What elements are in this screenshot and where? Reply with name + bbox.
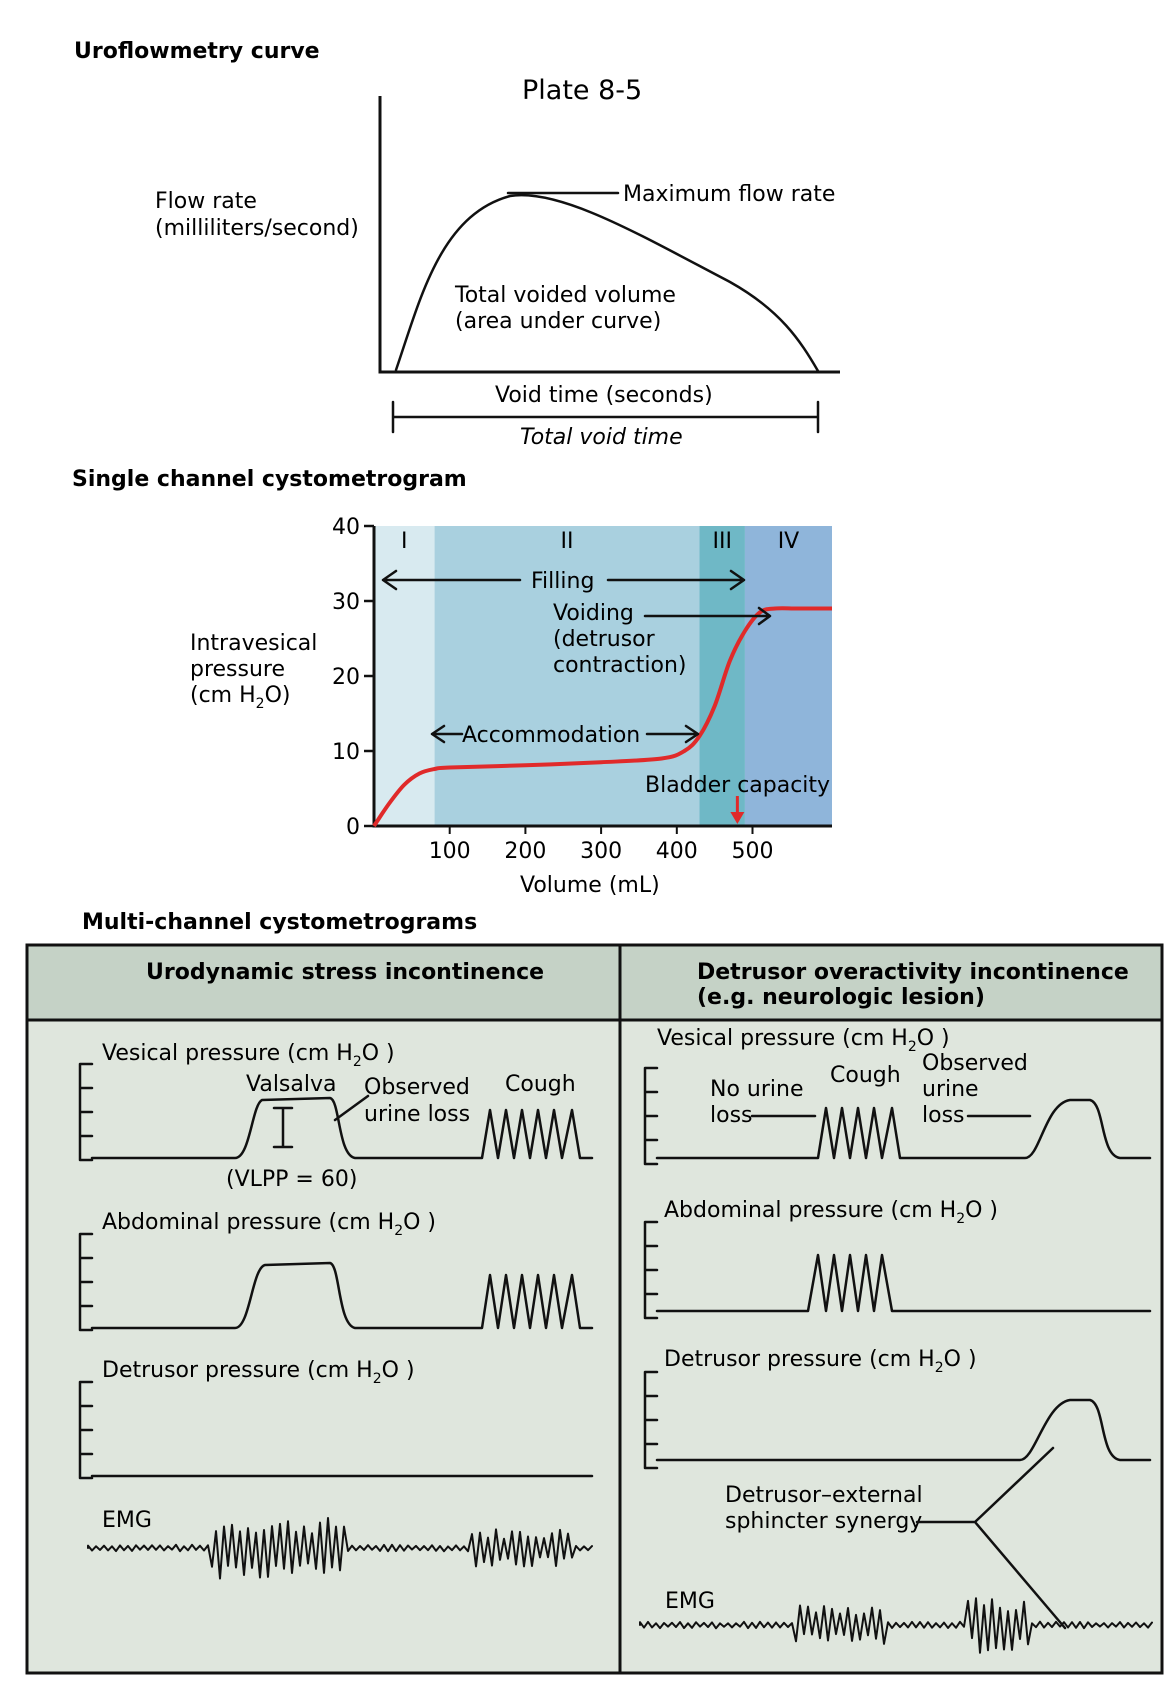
left-cough-label: Cough <box>505 1072 576 1097</box>
left-emg-trace <box>87 1516 593 1580</box>
accommodation-label: Accommodation <box>462 723 640 748</box>
right-header-2: (e.g. neurologic lesion) <box>697 985 985 1010</box>
cmg-pressure-curve <box>372 606 832 828</box>
uroflow-ylabel-1: Flow rate <box>155 189 257 214</box>
left-abdominal-scale <box>78 1232 94 1332</box>
no-urine-label-2: loss <box>710 1103 753 1128</box>
right-observed-label-1: Observed <box>922 1051 1028 1076</box>
left-abdominal-trace <box>90 1261 594 1330</box>
left-detrusor-scale <box>78 1380 94 1480</box>
left-header: Urodynamic stress incontinence <box>146 960 544 985</box>
multi-panel-bg <box>25 943 1164 1675</box>
right-emg-label: EMG <box>665 1589 715 1614</box>
phase-label-3: III <box>712 529 731 554</box>
y-tick-label: 30 <box>332 590 360 615</box>
right-header-1: Detrusor overactivity incontinence <box>697 960 1129 985</box>
synergy-label-2: sphincter synergy <box>725 1509 922 1534</box>
right-vesical-trace <box>655 1098 1152 1160</box>
cmg-xlabel: Volume (mL) <box>520 873 660 898</box>
left-vesical-trace <box>90 1096 594 1160</box>
filling-arrow <box>381 569 746 591</box>
right-vesical-label: Vesical pressure (cm H2O ) <box>657 1026 950 1055</box>
bladder-capacity-label: Bladder capacity <box>645 773 830 798</box>
cmg-ylabel-3: (cm H2O) <box>190 683 290 712</box>
uroflow-curve <box>394 193 820 373</box>
left-column: Vesical pressure (cm H2O ) Valsalva Obse… <box>78 1041 594 1580</box>
left-observed-label-1: Observed <box>364 1075 470 1100</box>
right-abdominal-scale <box>643 1220 659 1320</box>
x-tick-label: 100 <box>429 839 471 864</box>
phase-band-1 <box>374 526 435 826</box>
phase-label-2: II <box>561 529 574 554</box>
no-urine-label-1: No urine <box>710 1077 804 1102</box>
right-detrusor-scale <box>643 1370 659 1470</box>
x-tick-label: 400 <box>656 839 698 864</box>
left-vesical-label: Vesical pressure (cm H2O ) <box>102 1041 395 1070</box>
x-tick-label: 200 <box>504 839 546 864</box>
valsalva-label: Valsalva <box>246 1072 337 1097</box>
voiding-label-3: contraction) <box>553 653 686 678</box>
voiding-label-1: Voiding <box>553 601 634 626</box>
left-vesical-scale <box>78 1062 94 1162</box>
total-void-bracket <box>391 400 820 434</box>
plate-label: Plate 8-5 <box>522 75 642 106</box>
right-emg-trace <box>639 1597 1153 1654</box>
area-label-2: (area under curve) <box>455 309 661 334</box>
right-abdominal-label: Abdominal pressure (cm H2O ) <box>664 1198 998 1227</box>
y-tick-label: 0 <box>346 815 360 840</box>
x-tick-label: 300 <box>580 839 622 864</box>
cmg-title: Single channel cystometrogram <box>72 467 467 492</box>
area-label-1: Total voided volume <box>454 283 676 308</box>
filling-label: Filling <box>531 569 594 594</box>
uroflow-axes <box>378 96 840 374</box>
right-observed-label-3: loss <box>922 1103 965 1128</box>
left-abdominal-label: Abdominal pressure (cm H2O ) <box>102 1210 436 1239</box>
cmg-x-axis: 100 200 300 400 500 <box>429 826 774 864</box>
right-column: Vesical pressure (cm H2O ) No urine loss… <box>639 1026 1153 1654</box>
cmg-y-axis: 0 10 20 30 40 <box>332 515 374 840</box>
uroflow-title: Uroflowmetry curve <box>74 39 320 64</box>
phase-band-4 <box>744 526 832 826</box>
phase-label-1: I <box>401 529 408 554</box>
bladder-capacity-marker <box>730 796 745 824</box>
void-time-label: Void time (seconds) <box>495 383 713 408</box>
vlpp-marker <box>272 1106 294 1149</box>
uroflow-ylabel-2: (milliliters/second) <box>155 216 359 241</box>
voiding-arrow <box>643 606 772 626</box>
left-observed-leader <box>333 1094 370 1122</box>
y-tick-label: 20 <box>332 665 360 690</box>
left-emg-label: EMG <box>102 1508 152 1533</box>
accommodation-arrow <box>430 724 700 744</box>
multi-title: Multi-channel cystometrograms <box>82 910 477 935</box>
phase-label-4: IV <box>778 529 800 554</box>
right-abdominal-trace <box>655 1253 1152 1313</box>
total-void-label: Total void time <box>520 425 683 450</box>
max-flow-label: Maximum flow rate <box>623 182 835 207</box>
multi-header-bg <box>27 945 1162 1020</box>
capacity-arrow-head <box>730 812 745 824</box>
right-detrusor-label: Detrusor pressure (cm H2O ) <box>664 1347 977 1376</box>
left-observed-label-2: urine loss <box>364 1102 470 1127</box>
right-cough-label: Cough <box>830 1063 901 1088</box>
phase-band-2 <box>434 526 700 826</box>
y-tick-label: 40 <box>332 515 360 540</box>
multi-panel-border <box>25 943 1164 1675</box>
multi-channel-section: Multi-channel cystometrograms Urodynamic… <box>25 910 1164 1675</box>
left-detrusor-label: Detrusor pressure (cm H2O ) <box>102 1358 415 1387</box>
cmg-ylabel-2: pressure <box>190 657 285 682</box>
right-observed-label-2: urine <box>922 1077 979 1102</box>
synergy-label-1: Detrusor–external <box>725 1483 923 1508</box>
x-tick-label: 500 <box>732 839 774 864</box>
right-vesical-scale <box>643 1066 659 1166</box>
cmg-section: Single channel cystometrogram Intravesic… <box>72 467 832 898</box>
uroflowmetry-section: Uroflowmetry curve Plate 8-5 Flow rate (… <box>74 39 840 450</box>
cmg-ylabel-1: Intravesical <box>190 631 317 656</box>
vlpp-label: (VLPP = 60) <box>226 1167 357 1192</box>
synergy-leaders <box>915 1446 1067 1630</box>
right-detrusor-trace <box>655 1398 1152 1462</box>
y-tick-label: 10 <box>332 740 360 765</box>
voiding-label-2: (detrusor <box>553 627 656 652</box>
